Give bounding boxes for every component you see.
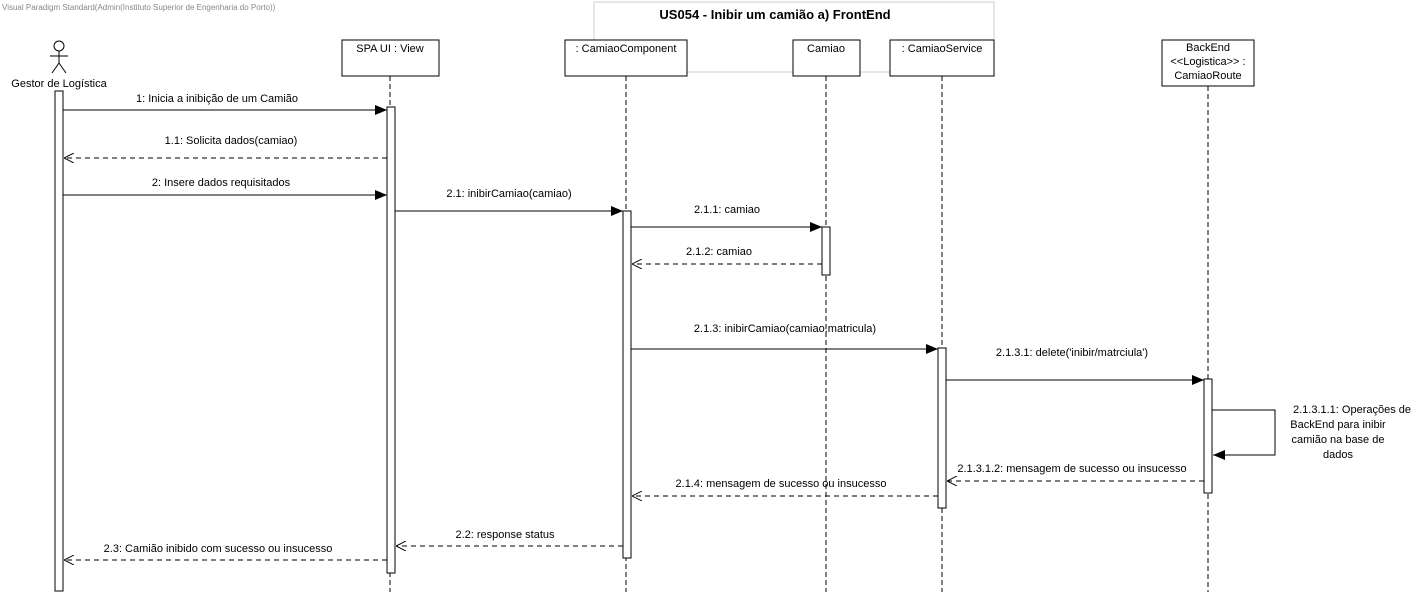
activation-component bbox=[622, 210, 632, 559]
message-label: 2.1: inibirCamiao(camiao) bbox=[446, 188, 571, 200]
message-2-2[interactable]: 2.2: response status bbox=[396, 529, 623, 546]
message-label-line-1: 2.1.3.1.1: Operações de bbox=[1293, 404, 1411, 416]
actor-gestor-de-logistica[interactable]: Gestor de Logística bbox=[11, 40, 108, 90]
activation-route bbox=[1203, 378, 1213, 494]
activation-actor bbox=[54, 90, 64, 592]
lifeline-label-service: : CamiaoService bbox=[902, 43, 983, 55]
lifeline-label-component: : CamiaoComponent bbox=[576, 43, 677, 55]
activation-service bbox=[937, 347, 947, 509]
lifeline-head-route[interactable]: BackEnd <<Logistica>> : CamiaoRoute bbox=[1161, 39, 1255, 87]
message-2-1-3-1-1-self[interactable]: 2.1.3.1.1: Operações de BackEnd para ini… bbox=[1212, 404, 1411, 461]
lifeline-head-component[interactable]: : CamiaoComponent bbox=[564, 39, 688, 77]
message-label-line-3: camião na base de bbox=[1292, 434, 1385, 446]
message-label: 2.1.3.1: delete('inibir/matrciula') bbox=[996, 347, 1148, 359]
message-label: 1: Inicia a inibição de um Camião bbox=[136, 93, 298, 105]
message-label: 2.3: Camião inibido com sucesso ou insuc… bbox=[104, 543, 333, 555]
message-label: 2.1.2: camiao bbox=[686, 246, 752, 258]
message-2-1-1[interactable]: 2.1.1: camiao bbox=[631, 204, 822, 232]
actor-stick-figure-icon bbox=[50, 40, 68, 74]
watermark-text: Visual Paradigm Standard(Admin(Instituto… bbox=[2, 3, 276, 12]
message-2-1-3[interactable]: 2.1.3: inibirCamiao(camiao.matricula) bbox=[631, 323, 938, 354]
message-label: 2.2: response status bbox=[455, 529, 555, 541]
message-2-1-2[interactable]: 2.1.2: camiao bbox=[632, 246, 822, 264]
message-2-3[interactable]: 2.3: Camião inibido com sucesso ou insuc… bbox=[64, 543, 387, 560]
message-1[interactable]: 1: Inicia a inibição de um Camião bbox=[63, 93, 387, 115]
lifeline-label-route-2: <<Logistica>> : bbox=[1170, 56, 1245, 68]
message-label-line-4: dados bbox=[1323, 449, 1353, 461]
lifeline-head-service[interactable]: : CamiaoService bbox=[889, 39, 995, 77]
lifeline-label-route-3: CamiaoRoute bbox=[1174, 70, 1241, 82]
actor-label: Gestor de Logística bbox=[11, 78, 107, 90]
lifeline-label-view: SPA UI : View bbox=[356, 43, 424, 55]
lifeline-head-camiao[interactable]: Camiao bbox=[792, 39, 861, 77]
message-2-1-3-1-2[interactable]: 2.1.3.1.2: mensagem de sucesso ou insuce… bbox=[947, 463, 1204, 481]
message-label: 1.1: Solicita dados(camiao) bbox=[165, 135, 298, 147]
message-label: 2.1.3: inibirCamiao(camiao.matricula) bbox=[694, 323, 876, 335]
lifeline-label-route-1: BackEnd bbox=[1186, 42, 1230, 54]
activation-camiao bbox=[821, 226, 831, 276]
message-2-1[interactable]: 2.1: inibirCamiao(camiao) bbox=[395, 188, 623, 216]
activation-view bbox=[386, 106, 396, 574]
message-2-1-4[interactable]: 2.1.4: mensagem de sucesso ou insucesso bbox=[632, 478, 938, 496]
message-label: 2: Insere dados requisitados bbox=[152, 177, 291, 189]
message-label-line-2: BackEnd para inibir bbox=[1290, 419, 1386, 431]
message-1-1[interactable]: 1.1: Solicita dados(camiao) bbox=[64, 135, 387, 158]
lifeline-head-view[interactable]: SPA UI : View bbox=[341, 39, 440, 77]
message-2[interactable]: 2: Insere dados requisitados bbox=[63, 177, 387, 200]
message-label: 2.1.4: mensagem de sucesso ou insucesso bbox=[676, 478, 887, 490]
message-label: 2.1.1: camiao bbox=[694, 204, 760, 216]
diagram-title: US054 - Inibir um camião a) FrontEnd bbox=[659, 7, 890, 22]
message-label: 2.1.3.1.2: mensagem de sucesso ou insuce… bbox=[957, 463, 1186, 475]
message-2-1-3-1[interactable]: 2.1.3.1: delete('inibir/matrciula') bbox=[946, 347, 1204, 385]
lifeline-label-camiao: Camiao bbox=[807, 43, 845, 55]
